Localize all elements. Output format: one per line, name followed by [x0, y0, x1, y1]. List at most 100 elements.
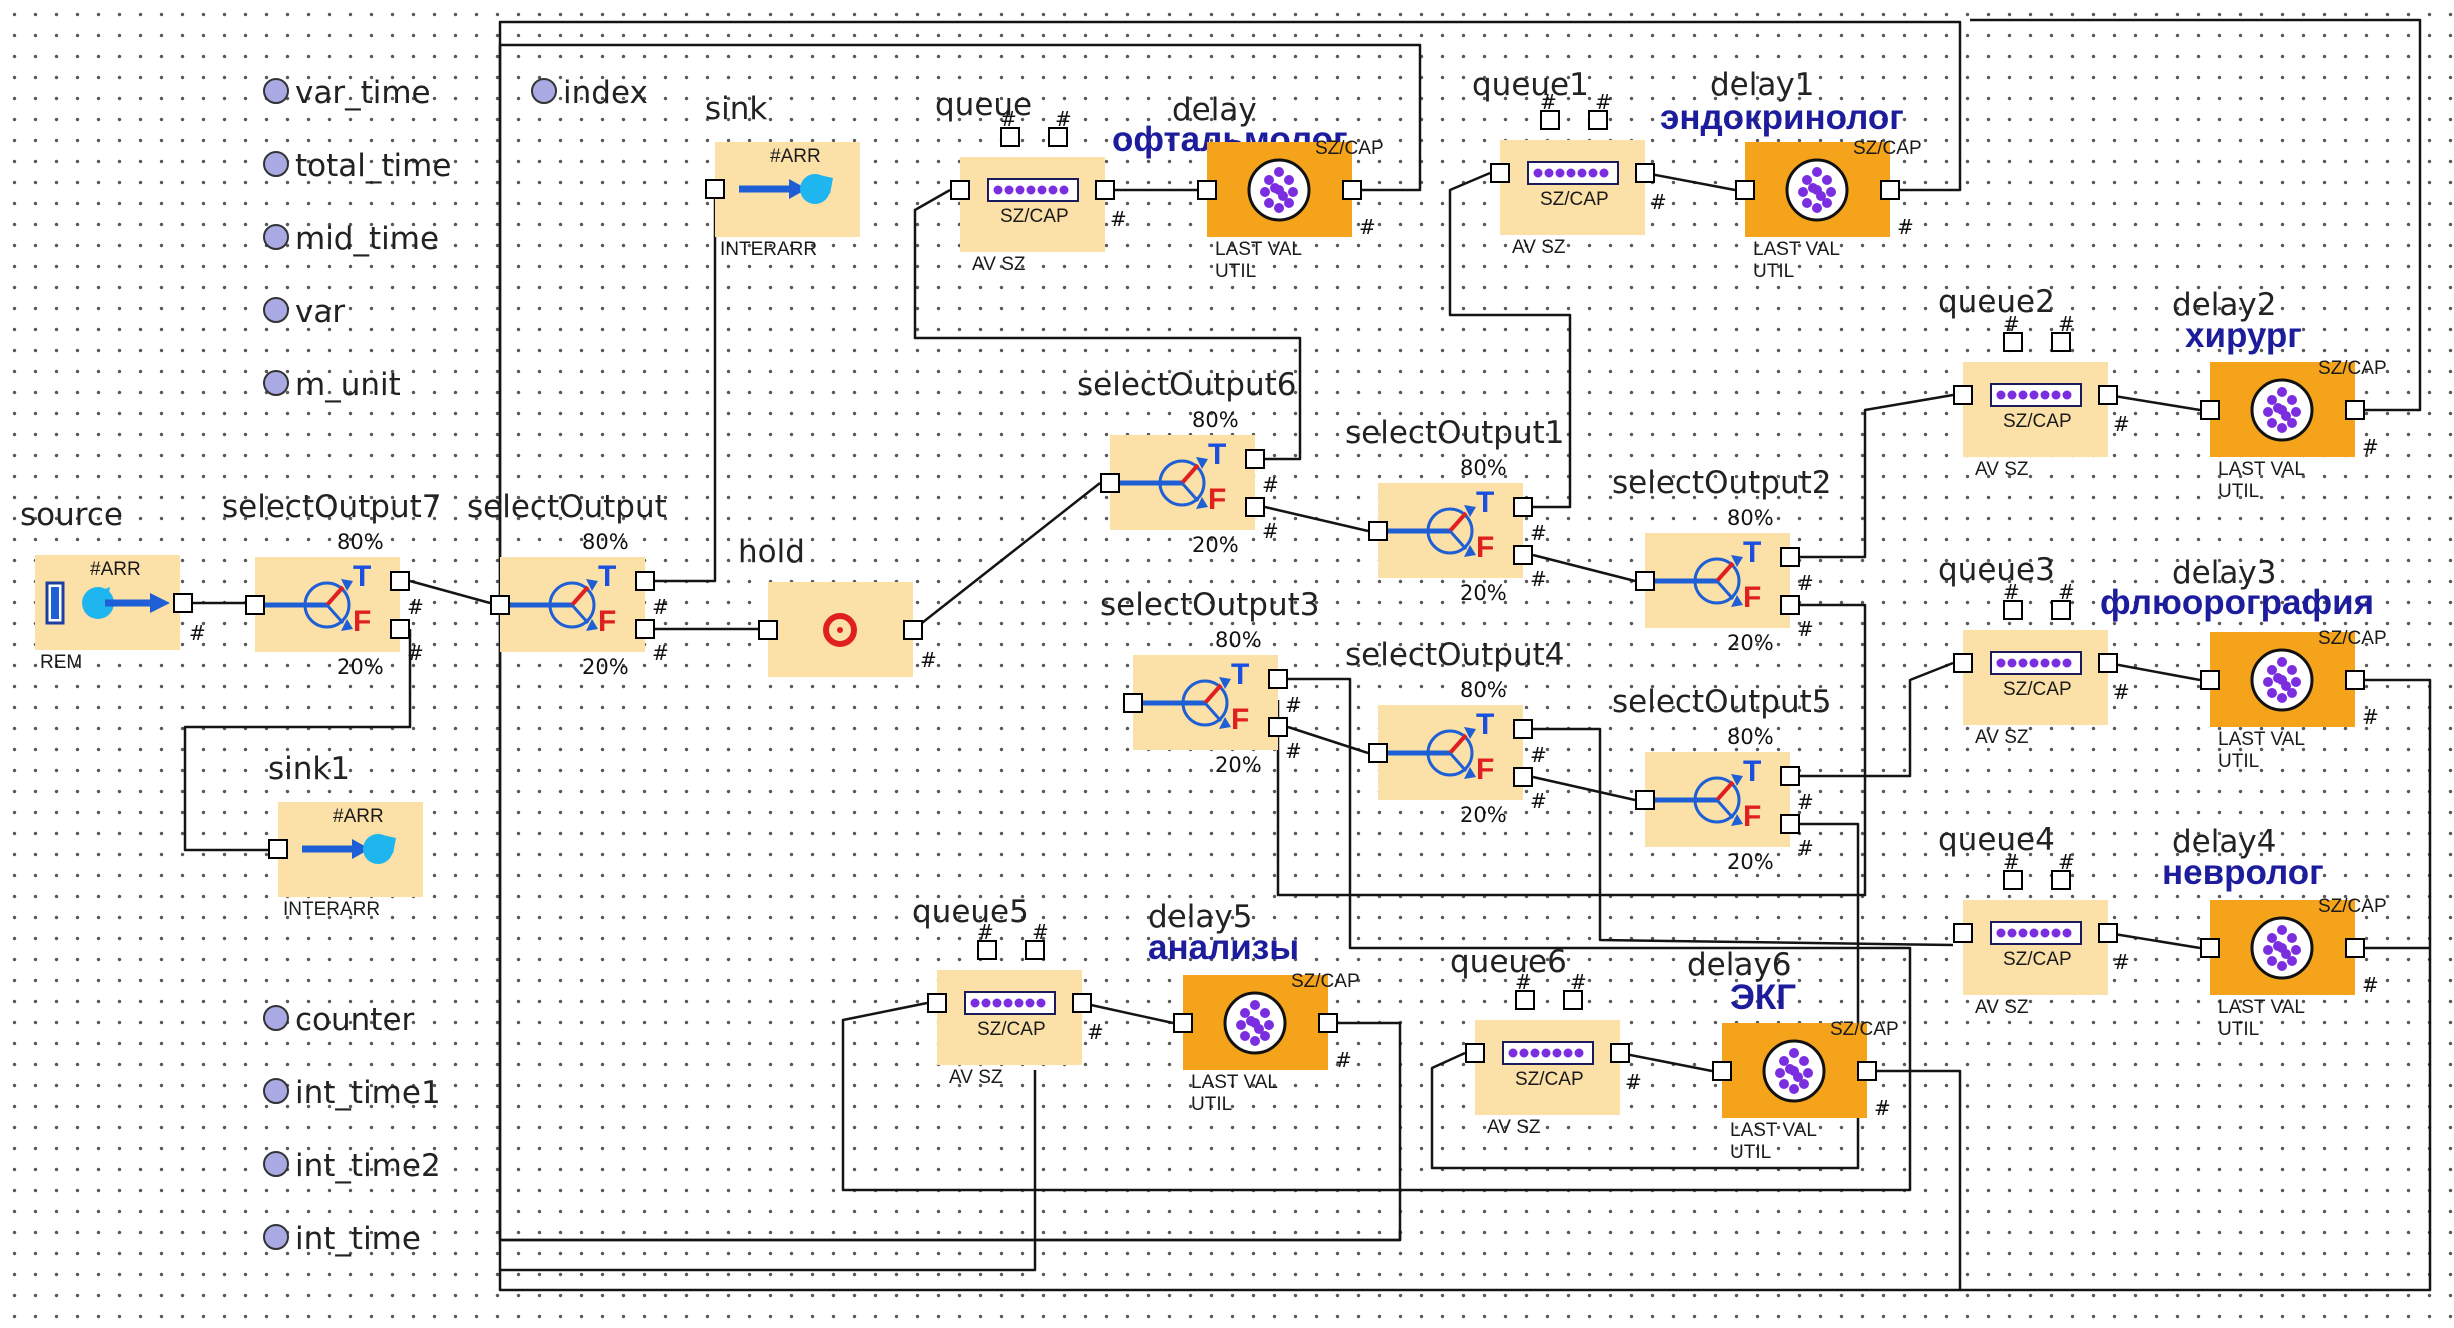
select-output5-block-in-port[interactable] — [1635, 790, 1655, 810]
select-output3-block-in-port[interactable] — [1123, 693, 1143, 713]
connector[interactable] — [2107, 661, 2201, 682]
queue-block-ctrl2-port[interactable] — [1048, 127, 1068, 147]
select-output2-block-false-port[interactable] — [1780, 595, 1800, 615]
queue3-block[interactable] — [1963, 630, 2108, 725]
select-output2-block-true-port[interactable] — [1780, 547, 1800, 567]
queue3-block-ctrl2-port[interactable] — [2051, 600, 2071, 620]
delay3-block-out-port[interactable] — [2345, 670, 2365, 690]
delay-block[interactable] — [1207, 142, 1352, 237]
queue1-block-in-port[interactable] — [1490, 163, 1510, 183]
queue5-block-ctrl-port[interactable] — [977, 940, 997, 960]
queue6-block-ctrl-port[interactable] — [1515, 990, 1535, 1010]
select-output4-block[interactable] — [1378, 705, 1523, 800]
delay1-block[interactable] — [1745, 142, 1890, 237]
queue6-block-in-port[interactable] — [1465, 1043, 1485, 1063]
queue1-block-ctrl2-port[interactable] — [1588, 110, 1608, 130]
queue5-block-in-port[interactable] — [927, 993, 947, 1013]
select-output5-block-false-port[interactable] — [1780, 814, 1800, 834]
queue1-block-ctrl-port[interactable] — [1540, 110, 1560, 130]
sink1-block-in-port[interactable] — [268, 839, 288, 859]
queue3-block-in-port[interactable] — [1953, 653, 1973, 673]
delay2-block[interactable] — [2210, 362, 2355, 457]
delay2-block-in-port[interactable] — [2200, 400, 2220, 420]
delay3-block-in-port[interactable] — [2200, 670, 2220, 690]
queue3-block-ctrl-port[interactable] — [2003, 600, 2023, 620]
hold-block[interactable] — [768, 582, 913, 677]
select-output6-block[interactable] — [1110, 435, 1255, 530]
select-output6-block-true-port[interactable] — [1245, 449, 1265, 469]
queue5-block[interactable] — [937, 970, 1082, 1065]
delay4-block[interactable] — [2210, 900, 2355, 995]
select-output-block-false-port[interactable] — [635, 619, 655, 639]
select-output5-block-true-port[interactable] — [1780, 766, 1800, 786]
delay-block-in-port[interactable] — [1197, 180, 1217, 200]
select-output1-block-true-port[interactable] — [1513, 497, 1533, 517]
sink-block-in-port[interactable] — [705, 179, 725, 199]
queue4-block-ctrl-port[interactable] — [2003, 870, 2023, 890]
select-output7-block-in-port[interactable] — [245, 595, 265, 615]
sink1-block[interactable] — [278, 802, 423, 897]
queue-block[interactable] — [960, 157, 1105, 252]
select-output2-block[interactable] — [1645, 533, 1790, 628]
select-output2-block-in-port[interactable] — [1635, 571, 1655, 591]
hold-in-port[interactable] — [758, 620, 778, 640]
source-out-port[interactable] — [173, 593, 193, 613]
delay5-block[interactable] — [1183, 975, 1328, 1070]
select-output3-block-false-port[interactable] — [1268, 717, 1288, 737]
delay4-block-in-port[interactable] — [2200, 938, 2220, 958]
queue4-block-out-port[interactable] — [2098, 923, 2118, 943]
queue5-block-out-port[interactable] — [1072, 993, 1092, 1013]
queue4-block-in-port[interactable] — [1953, 923, 1973, 943]
select-output5-block[interactable] — [1645, 752, 1790, 847]
select-output-block[interactable] — [500, 557, 645, 652]
queue1-block[interactable] — [1500, 140, 1645, 235]
connector[interactable] — [1644, 171, 1736, 192]
connector[interactable] — [1532, 775, 1636, 802]
delay-block-out-port[interactable] — [1342, 180, 1362, 200]
sink-block[interactable] — [715, 142, 860, 237]
select-output6-block-false-port[interactable] — [1245, 497, 1265, 517]
queue2-block-out-port[interactable] — [2098, 385, 2118, 405]
select-output7-block-false-port[interactable] — [390, 619, 410, 639]
select-output3-block-true-port[interactable] — [1268, 669, 1288, 689]
queue-block-out-port[interactable] — [1095, 180, 1115, 200]
connector[interactable] — [912, 482, 1101, 631]
select-output-block-in-port[interactable] — [490, 595, 510, 615]
delay6-block-out-port[interactable] — [1857, 1061, 1877, 1081]
select-output1-block[interactable] — [1378, 483, 1523, 578]
connector[interactable] — [2107, 393, 2201, 412]
connector[interactable] — [1532, 553, 1636, 583]
queue4-block-ctrl2-port[interactable] — [2051, 870, 2071, 890]
source-block[interactable] — [35, 555, 180, 650]
delay2-block-out-port[interactable] — [2345, 400, 2365, 420]
select-output7-block[interactable] — [255, 557, 400, 652]
select-output4-block-false-port[interactable] — [1513, 767, 1533, 787]
connector[interactable] — [500, 1070, 1037, 1272]
connector[interactable] — [1264, 505, 1369, 533]
connector[interactable] — [2107, 931, 2201, 950]
delay5-block-in-port[interactable] — [1173, 1013, 1193, 1033]
delay6-block-in-port[interactable] — [1712, 1061, 1732, 1081]
select-output7-block-true-port[interactable] — [390, 571, 410, 591]
queue6-block-ctrl2-port[interactable] — [1563, 990, 1583, 1010]
queue6-block[interactable] — [1475, 1020, 1620, 1115]
select-output3-block[interactable] — [1133, 655, 1278, 750]
queue1-block-out-port[interactable] — [1635, 163, 1655, 183]
select-output4-block-true-port[interactable] — [1513, 719, 1533, 739]
select-output-block-true-port[interactable] — [635, 571, 655, 591]
queue2-block-in-port[interactable] — [1953, 385, 1973, 405]
queue5-block-ctrl2-port[interactable] — [1025, 940, 1045, 960]
connector[interactable] — [1619, 1051, 1713, 1073]
queue4-block[interactable] — [1963, 900, 2108, 995]
queue3-block-out-port[interactable] — [2098, 653, 2118, 673]
delay5-block-out-port[interactable] — [1318, 1013, 1338, 1033]
select-output4-block-in-port[interactable] — [1368, 743, 1388, 763]
queue2-block-ctrl-port[interactable] — [2003, 332, 2023, 352]
queue2-block-ctrl2-port[interactable] — [2051, 332, 2071, 352]
queue2-block[interactable] — [1963, 362, 2108, 457]
queue-block-ctrl-port[interactable] — [1000, 127, 1020, 147]
queue6-block-out-port[interactable] — [1610, 1043, 1630, 1063]
delay1-block-out-port[interactable] — [1880, 180, 1900, 200]
select-output1-block-in-port[interactable] — [1368, 521, 1388, 541]
select-output1-block-false-port[interactable] — [1513, 545, 1533, 565]
